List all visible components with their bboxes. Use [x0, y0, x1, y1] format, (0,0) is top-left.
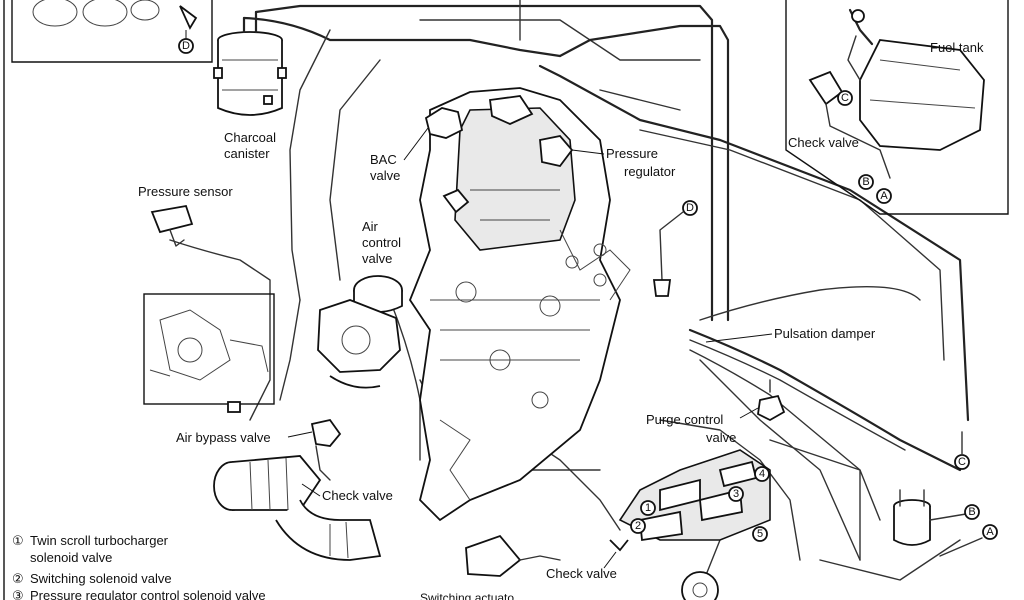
connector-b-right-letter: B	[968, 506, 975, 518]
connector-c-tank-letter: C	[841, 92, 849, 104]
intake-duct	[213, 455, 382, 561]
leader-check-valve-left	[301, 483, 321, 497]
connector-c-tank	[837, 90, 853, 106]
leader-pulsation-damper	[705, 333, 773, 343]
label-bac-valve-1: BAC	[370, 152, 397, 167]
connector-d-mid	[682, 200, 698, 216]
label-air-control-valve-1: Air	[362, 219, 379, 234]
connector-b-tank	[858, 174, 874, 190]
leader-check-valve-bottom	[603, 551, 617, 569]
callout-1	[640, 500, 656, 516]
separator-canister	[893, 489, 967, 546]
label-air-control-valve-3: valve	[362, 251, 392, 266]
solenoid-valve-cluster	[618, 449, 771, 542]
legend-item3-num: ③	[12, 588, 24, 600]
label-air-bypass-valve: Air bypass valve	[176, 430, 271, 445]
label-check-valve-bottom: Check valve	[546, 566, 617, 581]
hose-d-mid	[659, 211, 684, 281]
label-charcoal-canister-1: Charcoal	[224, 130, 276, 145]
pressure-sensor	[150, 204, 194, 247]
top-left-inset	[11, 0, 213, 63]
connector-a-right	[982, 524, 998, 540]
label-switching-actuator-partial: Switching actuato	[420, 591, 514, 600]
callout-4	[754, 466, 770, 482]
connector-a-right-letter: A	[986, 526, 994, 538]
callout-1-text: 1	[645, 502, 651, 514]
label-air-control-valve-2: control	[362, 235, 401, 250]
connector-d-top	[178, 38, 194, 54]
actuator-bottom	[681, 571, 719, 600]
connector-a-tank	[876, 188, 892, 204]
actuator-bottom-inner	[692, 582, 708, 598]
callout-5	[752, 526, 768, 542]
connector-b-tank-letter: B	[862, 176, 869, 188]
legend-item2-num: ②	[12, 571, 24, 586]
engine-block	[408, 87, 631, 522]
connector-d-mid-letter: D	[686, 202, 694, 214]
label-pressure-regulator-2: regulator	[624, 164, 676, 179]
callout-2	[630, 518, 646, 534]
label-check-valve-left: Check valve	[322, 488, 393, 503]
callout-5-text: 5	[757, 528, 763, 540]
label-pressure-regulator-1: Pressure	[606, 146, 658, 161]
fuel-tank-inset	[785, 0, 1009, 215]
legend-item3-line1: Pressure regulator control solenoid valv…	[30, 588, 266, 600]
legend: ① Twin scroll turbocharger solenoid valv…	[12, 533, 266, 600]
connector-a-tank-letter: A	[880, 190, 888, 202]
label-check-valve-tank: Check valve	[788, 135, 859, 150]
callout-2-text: 2	[635, 520, 641, 532]
label-bac-valve-2: valve	[370, 168, 400, 183]
callout-3	[728, 486, 744, 502]
label-purge-control-valve-2: valve	[706, 430, 736, 445]
callout-4-text: 4	[759, 468, 765, 480]
label-purge-control-valve-1: Purge control	[646, 412, 723, 427]
legend-item1-line2: solenoid valve	[30, 550, 112, 565]
charcoal-canister	[213, 10, 287, 116]
leader-bac-valve	[403, 127, 429, 161]
connector-b-right	[964, 504, 980, 520]
callout-3-text: 3	[733, 488, 739, 500]
check-valve-bottom	[465, 534, 629, 577]
purge-control-valve	[757, 379, 786, 422]
air-bypass-valve	[310, 418, 342, 481]
legend-item1-num: ①	[12, 533, 24, 548]
legend-item2-line1: Switching solenoid valve	[30, 571, 172, 586]
leader-pressure-regulator	[571, 149, 605, 155]
leader-air-bypass-valve	[287, 431, 313, 438]
fuel-tank-cap	[851, 9, 865, 23]
legend-item1-line1: Twin scroll turbocharger	[30, 533, 169, 548]
connector-c-right-letter: C	[958, 456, 966, 468]
hose-a-right	[939, 537, 983, 557]
fitting-d-mid	[652, 279, 672, 297]
left-inset	[143, 293, 275, 413]
label-pulsation-damper: Pulsation damper	[774, 326, 876, 341]
label-pressure-sensor: Pressure sensor	[138, 184, 233, 199]
leader-purge-control-valve	[739, 407, 759, 419]
air-control-valve	[317, 275, 403, 389]
hose-network	[169, 0, 970, 591]
connector-d-top-letter: D	[182, 40, 190, 52]
label-fuel-tank: Fuel tank	[930, 40, 984, 55]
label-charcoal-canister-2: canister	[224, 146, 270, 161]
